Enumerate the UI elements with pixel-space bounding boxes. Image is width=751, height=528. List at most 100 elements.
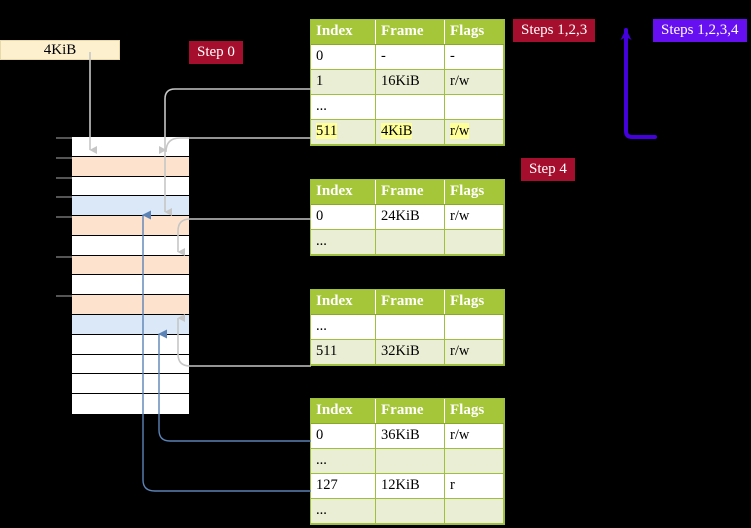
memory-boundary-tick xyxy=(56,156,72,159)
highlight-mark: 4KiB xyxy=(381,122,413,139)
memory-frame-row xyxy=(72,196,189,217)
step-4-badge: Step 4 xyxy=(521,158,575,181)
column-header-index: Index xyxy=(311,290,376,316)
cell-frame xyxy=(375,498,445,524)
column-header-frame: Frame xyxy=(375,399,445,425)
cell-flags: r/w xyxy=(444,69,504,95)
cell-frame: 32KiB xyxy=(375,339,445,365)
memory-frame-row xyxy=(72,374,189,395)
memory-frame-row xyxy=(72,216,189,236)
cell-index: ... xyxy=(311,314,376,341)
memory-boundary-tick xyxy=(56,196,72,199)
cell-index: ... xyxy=(311,498,376,524)
column-header-index: Index xyxy=(311,180,376,206)
memory-boundary-tick xyxy=(56,176,72,179)
cell-index: 0 xyxy=(311,423,376,450)
cell-frame xyxy=(375,229,445,255)
cell-flags xyxy=(444,229,504,255)
cell-frame: 4KiB xyxy=(375,119,445,145)
highlight-mark: r/w xyxy=(450,122,470,139)
memory-frame-row xyxy=(72,176,189,197)
cell-frame: 24KiB xyxy=(375,204,445,231)
column-header-index: Index xyxy=(311,399,376,425)
cell-index: ... xyxy=(311,94,376,120)
cell-flags xyxy=(444,94,504,120)
cell-frame: 36KiB xyxy=(375,423,445,450)
cell-index: ... xyxy=(311,229,376,255)
table-row: ... xyxy=(311,229,504,255)
cell-frame: 16KiB xyxy=(375,69,445,95)
cell-flags xyxy=(444,314,504,341)
table-row: ... xyxy=(311,448,504,474)
memory-frame-row xyxy=(72,235,189,256)
memory-boundary-tick xyxy=(56,295,72,298)
steps-1234-bracket-arrow xyxy=(620,28,657,139)
column-header-frame: Frame xyxy=(375,290,445,316)
steps-1234-badge: Steps 1,2,3,4 xyxy=(653,19,747,42)
memory-boundary-tick xyxy=(56,216,72,219)
column-header-flags: Flags xyxy=(444,180,504,206)
cell-flags xyxy=(444,448,504,474)
table-row: ... xyxy=(311,94,504,120)
cell-index: 0 xyxy=(311,204,376,231)
connector-pdpt-to-memory xyxy=(177,218,311,256)
cell-flags: r/w xyxy=(444,119,504,145)
memory-frame-row xyxy=(72,295,189,316)
column-header-frame: Frame xyxy=(375,20,445,46)
memory-boundary-tick xyxy=(56,255,72,258)
cell-index: 0 xyxy=(311,44,376,71)
cell-flags: r/w xyxy=(444,423,504,450)
table-row: ... xyxy=(311,314,504,341)
cell-frame xyxy=(375,448,445,474)
memory-frame-row xyxy=(72,315,189,335)
cell-flags: r xyxy=(444,473,504,499)
cell-flags: r/w xyxy=(444,339,504,365)
connector-pd-to-memory xyxy=(177,314,311,367)
cell-frame: 12KiB xyxy=(375,473,445,499)
memory-frame-row xyxy=(72,255,189,276)
memory-frame-row xyxy=(72,275,189,296)
column-header-frame: Frame xyxy=(375,180,445,206)
table-row: ... xyxy=(311,498,504,524)
cell-frame xyxy=(375,314,445,341)
cell-flags xyxy=(444,498,504,524)
cell-index: 511 xyxy=(311,339,376,365)
column-header-flags: Flags xyxy=(444,290,504,316)
cell-index: 1 xyxy=(311,69,376,95)
physical-memory-column xyxy=(56,136,190,415)
cell-index: 511 xyxy=(311,119,376,145)
step-0-badge: Step 0 xyxy=(189,41,243,64)
memory-boundary-tick xyxy=(56,137,72,139)
cell-flags: r/w xyxy=(444,204,504,231)
memory-frame-row xyxy=(72,394,189,414)
column-header-index: Index xyxy=(311,20,376,46)
cell-index: ... xyxy=(311,448,376,474)
table-row: 0-- xyxy=(311,44,504,71)
cell-frame: - xyxy=(375,44,445,71)
memory-frame-row xyxy=(72,137,189,157)
memory-frame-row xyxy=(72,354,189,375)
steps-123-badge: Steps 1,2,3 xyxy=(513,19,596,42)
memory-frame-row xyxy=(72,334,189,355)
memory-frame-row xyxy=(72,156,189,177)
table-row: 511 4KiB r/w xyxy=(311,119,504,145)
cell-frame xyxy=(375,94,445,120)
column-header-flags: Flags xyxy=(444,20,504,46)
size-label-4kib: 4KiB xyxy=(0,40,120,60)
column-header-flags: Flags xyxy=(444,399,504,425)
cell-flags: - xyxy=(444,44,504,71)
